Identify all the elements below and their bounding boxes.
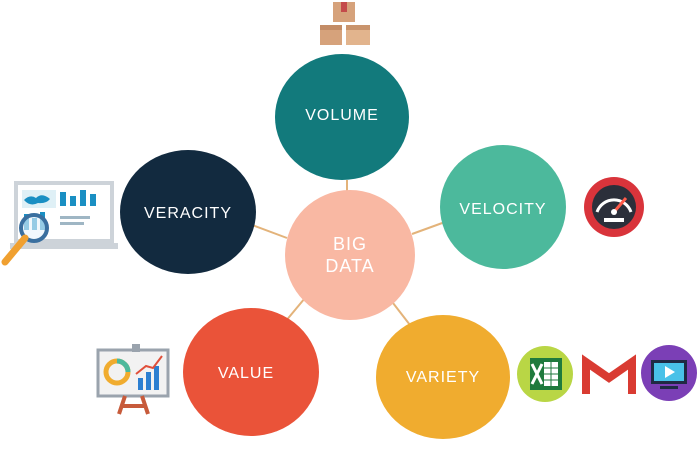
volume-circle <box>275 54 409 180</box>
variety-circle <box>376 315 510 439</box>
node-velocity: VELOCITY <box>440 145 566 269</box>
laptop-analytics-icon <box>1 181 118 266</box>
speedometer-icon <box>584 177 644 237</box>
node-value: VALUE <box>183 308 319 436</box>
veracity-circle <box>120 150 256 274</box>
connector-variety <box>392 302 411 326</box>
connector-value <box>284 297 306 323</box>
node-veracity: VERACITY <box>120 150 256 274</box>
connectors <box>251 180 446 326</box>
node-volume: VOLUME <box>275 54 409 180</box>
connector-velocity <box>411 221 446 235</box>
velocity-circle <box>440 145 566 269</box>
node-variety: VARIETY <box>376 315 510 439</box>
video-player-icon <box>641 345 697 401</box>
variety-label: VARIETY <box>406 369 480 386</box>
connector-veracity <box>251 224 288 239</box>
velocity-label: VELOCITY <box>459 201 546 218</box>
value-label: VALUE <box>218 365 274 382</box>
volume-label: VOLUME <box>305 107 379 124</box>
value-circle <box>183 308 319 436</box>
veracity-label: VERACITY <box>144 205 232 222</box>
boxes-icon <box>320 2 370 45</box>
center-label-line2: DATA <box>325 256 374 276</box>
center-node: BIG DATA <box>285 190 415 320</box>
center-label-line1: BIG <box>333 234 367 254</box>
center-circle <box>285 190 415 320</box>
presentation-board-icon <box>96 344 170 415</box>
excel-icon <box>517 346 573 402</box>
gmail-icon <box>582 354 636 394</box>
